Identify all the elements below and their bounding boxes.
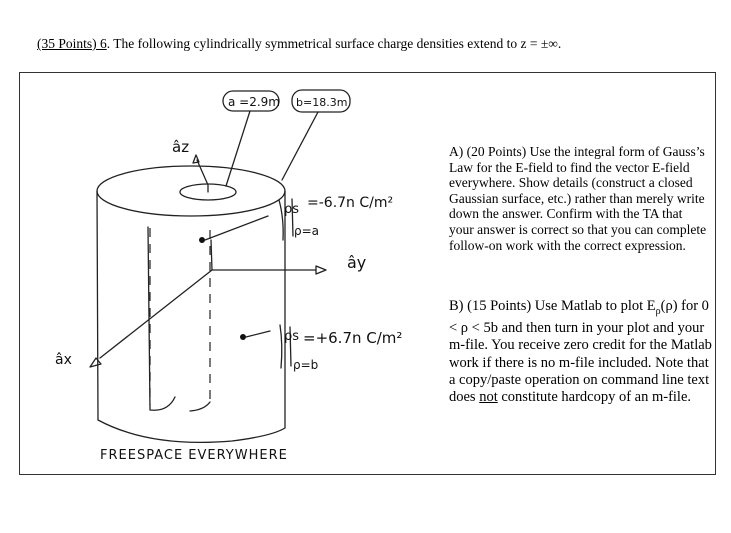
question-b-not: not (479, 388, 498, 405)
label-a-pointer (225, 110, 251, 187)
question-b-part3: constitute hardcopy of an m-file. (497, 388, 692, 405)
rho-outer-sub: ρ=b (293, 358, 318, 372)
outer-cylinder-body (96, 190, 286, 444)
axis-z-label: âz (172, 138, 189, 156)
problem-points: (35 Points) 6 (37, 36, 107, 51)
problem-frame (19, 72, 716, 475)
axis-x-label: âx (55, 352, 72, 368)
rho-inner-evalbar (291, 198, 294, 237)
rho-outer-bar (279, 324, 283, 369)
problem-header: (35 Points) 6. The following cylindrical… (37, 36, 561, 52)
rho-s-outer-label: ρs (284, 329, 299, 344)
problem-statement: . The following cylindrically symmetrica… (106, 36, 562, 51)
rho-inner-sub: ρ=a (294, 224, 319, 238)
label-b: b=18.3m (296, 96, 347, 109)
question-b: B) (15 Points) Use Matlab to plot Eρ(ρ) … (449, 298, 714, 406)
outer-leader-line (245, 330, 271, 338)
rho-outer-evalbar (289, 326, 292, 367)
z-axis-arrow (192, 154, 200, 164)
label-b-pointer (281, 111, 319, 181)
x-axis-arrow (89, 357, 102, 368)
x-axis-line (99, 269, 213, 359)
rho-s-inner-label: ρs (284, 202, 299, 217)
outer-cylinder-top (96, 165, 286, 217)
z-axis-line (196, 159, 209, 193)
outer-point-dot (240, 334, 246, 340)
rho-inner-bar (278, 199, 284, 241)
axis-y-label: ây (347, 253, 366, 272)
y-axis-line (210, 239, 317, 271)
rho-outer-value: =+6.7n C/m² (303, 329, 402, 347)
label-b-bubble (291, 89, 351, 113)
question-b-subscript: ρ (655, 305, 661, 317)
rho-inner-value: =-6.7n C/m² (307, 195, 393, 211)
label-a: a =2.9m (228, 95, 280, 109)
label-a-bubble (222, 90, 280, 112)
figure-caption: FREESPACE EVERYWHERE (100, 448, 288, 463)
inner-cylinder-dashed (149, 228, 211, 405)
inner-point-dot (199, 237, 205, 243)
question-b-part2: (ρ) for 0 < ρ < 5b and then turn in your… (449, 298, 712, 405)
question-a: A) (20 Points) Use the integral form of … (449, 144, 707, 253)
inner-leader-line (204, 215, 269, 241)
question-b-part1: B) (15 Points) Use Matlab to plot E (449, 298, 656, 314)
inner-cylinder-body (147, 226, 211, 412)
y-axis-arrow (315, 265, 327, 275)
